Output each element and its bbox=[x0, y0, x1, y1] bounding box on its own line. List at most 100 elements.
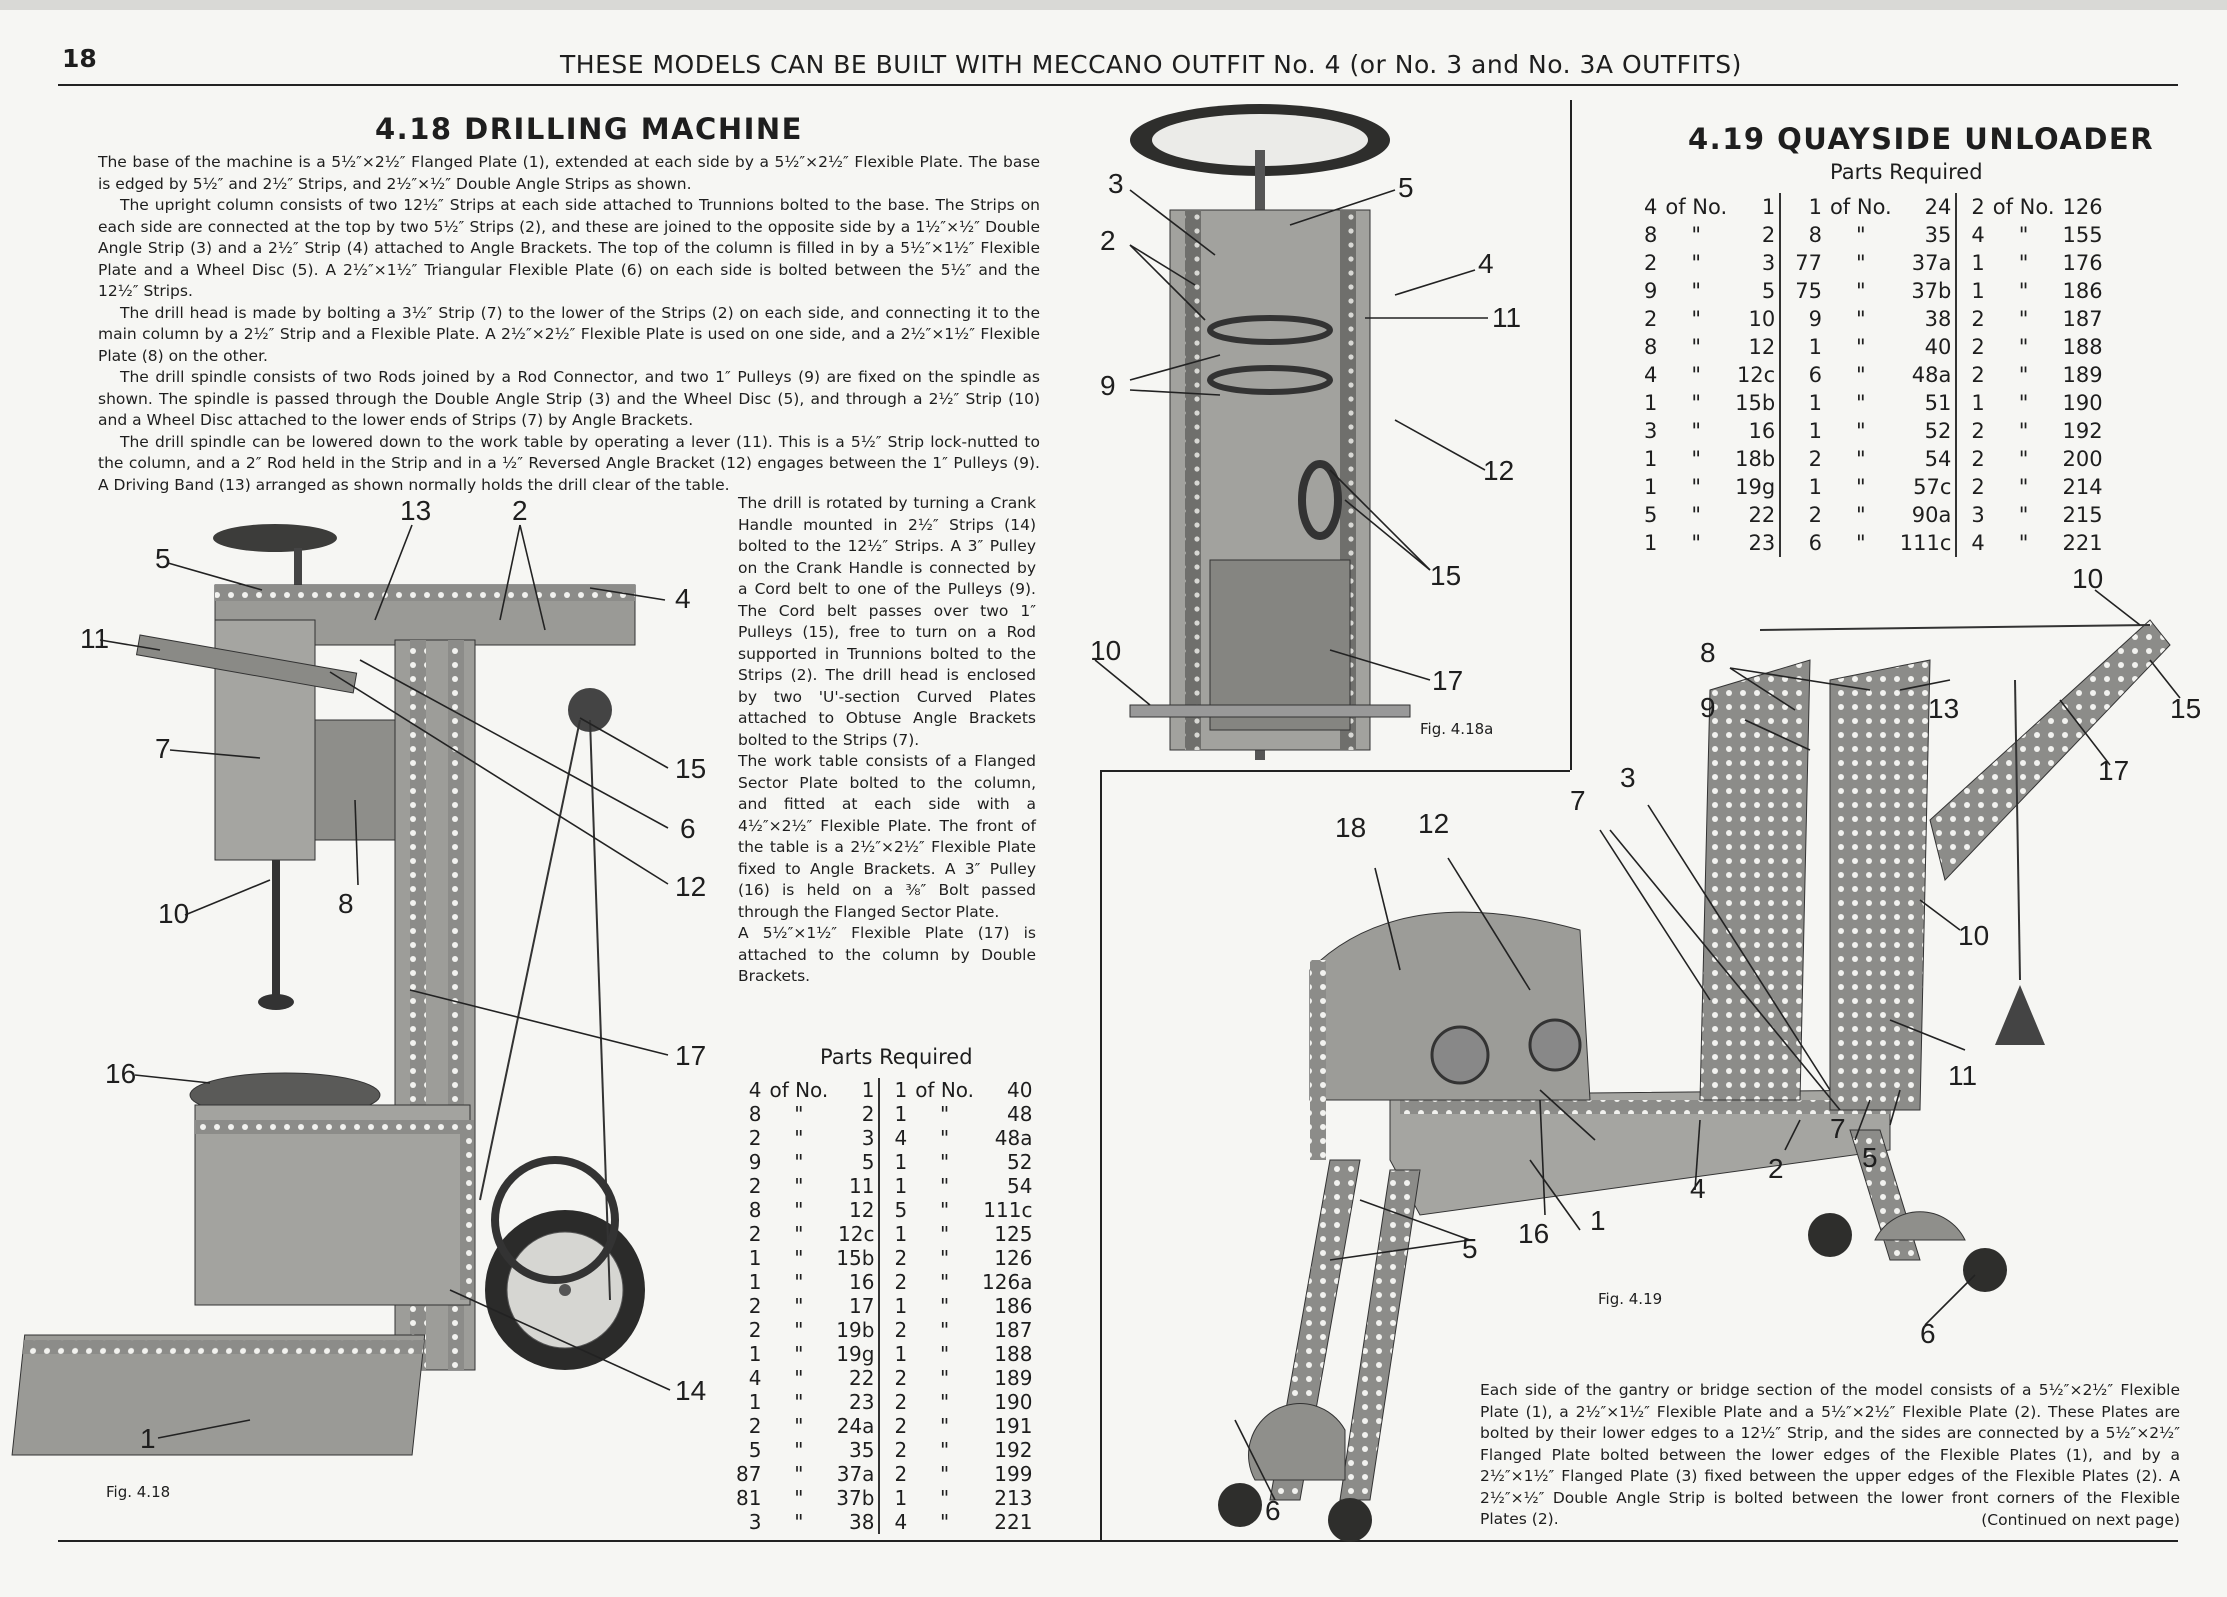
continued-note: (Continued on next page) bbox=[1981, 1511, 2180, 1529]
part-number: 191 bbox=[994, 1414, 1033, 1438]
label-14: 14 bbox=[675, 1375, 707, 1406]
column-divider bbox=[878, 1318, 891, 1342]
part-number: 192 bbox=[2062, 419, 2103, 443]
part-number: 37b bbox=[1911, 279, 1952, 303]
part-quantity: 1 bbox=[748, 1342, 762, 1366]
part-number: 12 bbox=[1748, 335, 1776, 359]
column-divider bbox=[878, 1102, 891, 1126]
part-of-no: " bbox=[940, 1438, 950, 1462]
part-quantity: 8 bbox=[1644, 335, 1658, 359]
part-of-no: " bbox=[2018, 447, 2029, 471]
part-of-no: " bbox=[940, 1510, 950, 1534]
part-quantity: 2 bbox=[1644, 307, 1658, 331]
column-divider bbox=[1779, 305, 1792, 333]
column-divider bbox=[1779, 417, 1792, 445]
part-quantity: 9 bbox=[1644, 279, 1658, 303]
label-16: 16 bbox=[1518, 1218, 1550, 1249]
part-quantity: 5 bbox=[894, 1198, 908, 1222]
part-of-no: " bbox=[794, 1294, 804, 1318]
part-number: 35 bbox=[1924, 223, 1952, 247]
part-quantity: 2 bbox=[1971, 363, 1985, 387]
quayside-title: 4.19 QUAYSIDE UNLOADER bbox=[1688, 122, 2155, 156]
part-of-no: " bbox=[794, 1438, 804, 1462]
part-number: 126 bbox=[994, 1246, 1033, 1270]
part-quantity: 2 bbox=[1971, 307, 1985, 331]
drilling-leader-lines bbox=[99, 524, 671, 1439]
part-of-no: " bbox=[794, 1486, 804, 1510]
part-of-no: " bbox=[794, 1510, 804, 1534]
label-1: 1 bbox=[1590, 1205, 1606, 1236]
column-divider bbox=[1779, 389, 1792, 417]
part-of-no: " bbox=[1856, 503, 1866, 527]
part-of-no: " bbox=[1691, 531, 1702, 555]
part-of-no: " bbox=[1856, 223, 1866, 247]
footer-rule bbox=[58, 1540, 2178, 1542]
part-quantity: 6 bbox=[1808, 531, 1822, 555]
part-number: 90a bbox=[1911, 503, 1952, 527]
drilling-narrow-text: The drill is rotated by turning a Crank … bbox=[738, 493, 1036, 988]
part-number: 200 bbox=[2062, 447, 2103, 471]
part-quantity: 8 bbox=[748, 1102, 762, 1126]
part-number: 19g bbox=[836, 1342, 875, 1366]
fig419-leader-lines bbox=[1234, 589, 2181, 1501]
part-number: 199 bbox=[994, 1462, 1033, 1486]
part-number: 48a bbox=[994, 1126, 1033, 1150]
part-quantity: 2 bbox=[894, 1366, 908, 1390]
part-number: 48 bbox=[1007, 1102, 1033, 1126]
part-quantity: 4 bbox=[748, 1078, 762, 1102]
part-quantity: 1 bbox=[894, 1342, 908, 1366]
part-number: 52 bbox=[1924, 419, 1952, 443]
part-of-no: " bbox=[940, 1270, 950, 1294]
part-quantity: 6 bbox=[1808, 363, 1822, 387]
part-of-no: " bbox=[2018, 363, 2029, 387]
part-number: 24 bbox=[1924, 195, 1952, 219]
part-number: 19g bbox=[1735, 475, 1776, 499]
column-divider bbox=[878, 1414, 891, 1438]
label-17: 17 bbox=[1432, 665, 1464, 696]
part-quantity: 4 bbox=[748, 1366, 762, 1390]
part-of-no: " bbox=[1691, 447, 1702, 471]
part-number: 19b bbox=[836, 1318, 875, 1342]
label-10: 10 bbox=[158, 898, 190, 929]
part-number: 35 bbox=[849, 1438, 875, 1462]
part-of-no: " bbox=[940, 1390, 950, 1414]
part-quantity: 2 bbox=[748, 1294, 762, 1318]
part-of-no: " bbox=[794, 1318, 804, 1342]
column-divider bbox=[1955, 529, 1968, 557]
column-divider bbox=[878, 1174, 891, 1198]
drilling-machine-drawing bbox=[11, 524, 645, 1456]
label-15: 15 bbox=[675, 753, 707, 784]
label-6: 6 bbox=[1265, 1495, 1281, 1526]
part-quantity: 1 bbox=[1644, 447, 1658, 471]
part-of-no: " bbox=[1856, 391, 1866, 415]
part-number: 188 bbox=[994, 1342, 1033, 1366]
quayside-parts-title: Parts Required bbox=[1830, 160, 1983, 184]
column-divider bbox=[878, 1366, 891, 1390]
part-quantity: 3 bbox=[1971, 503, 1985, 527]
part-of-no: " bbox=[794, 1366, 804, 1390]
part-number: 57c bbox=[1913, 475, 1952, 499]
column-divider bbox=[1779, 473, 1792, 501]
part-quantity: 2 bbox=[748, 1222, 762, 1246]
part-number: 111c bbox=[983, 1198, 1033, 1222]
part-quantity: 1 bbox=[748, 1270, 762, 1294]
label-10: 10 bbox=[1090, 635, 1122, 666]
drill-head-closeup-drawing bbox=[1129, 104, 1411, 760]
label-5: 5 bbox=[155, 543, 171, 574]
label-11: 11 bbox=[1948, 1060, 1978, 1091]
part-of-no: " bbox=[794, 1126, 804, 1150]
part-number: 186 bbox=[994, 1294, 1033, 1318]
